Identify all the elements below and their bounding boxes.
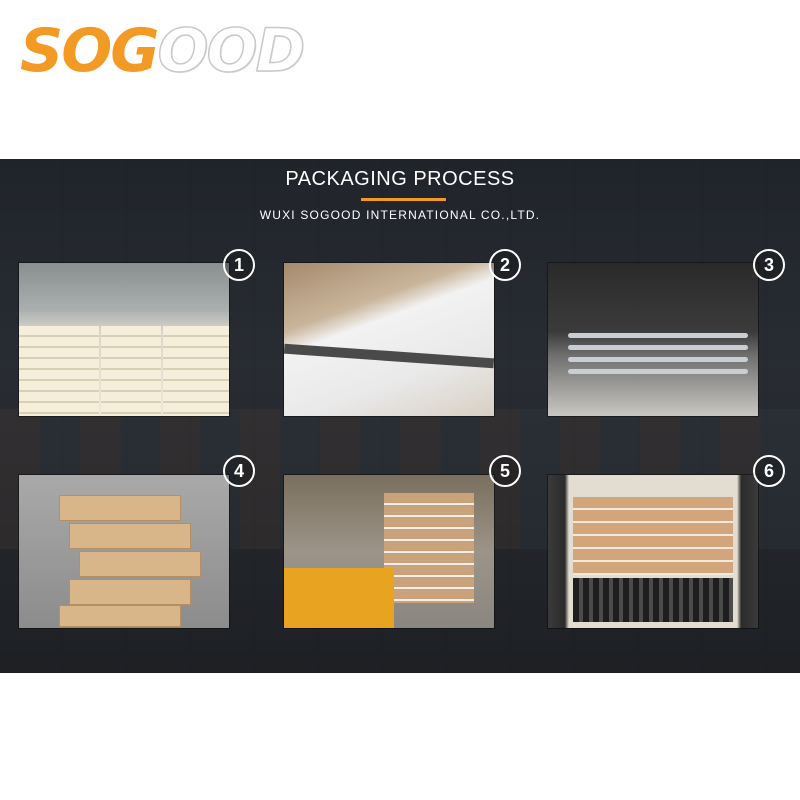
section-title: PACKAGING PROCESS: [285, 168, 515, 190]
step-2-photo: [284, 263, 494, 416]
step-3-photo: [548, 263, 758, 416]
step-6-photo: [548, 475, 758, 628]
step-2-badge: 2: [489, 249, 521, 281]
step-3-badge: 3: [753, 249, 785, 281]
step-5-badge: 5: [489, 455, 521, 487]
logo-text-orange: SOG: [20, 16, 159, 86]
step-1-photo: [19, 263, 229, 416]
section-subtitle: WUXI SOGOOD INTERNATIONAL CO.,LTD.: [259, 208, 541, 222]
title-underline: [361, 198, 446, 201]
step-4-photo: [19, 475, 229, 628]
step-6-badge: 6: [753, 455, 785, 487]
step-4-badge: 4: [223, 455, 255, 487]
step-5-photo: [284, 475, 494, 628]
logo-text-white: OOD: [157, 15, 306, 87]
sogood-logo: SOGOOD: [20, 15, 306, 87]
step-1-badge: 1: [223, 249, 255, 281]
